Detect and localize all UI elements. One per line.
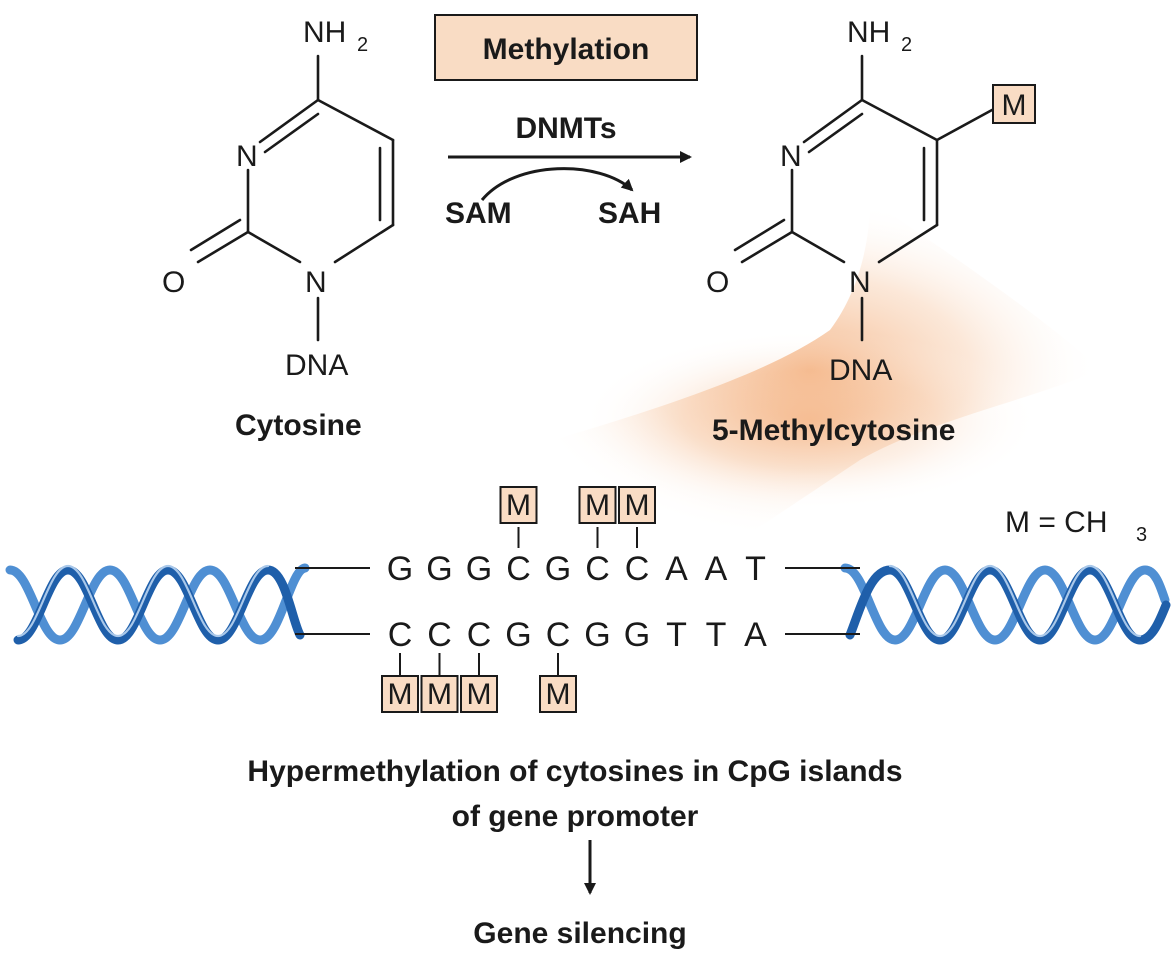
bottom-strand-base: C <box>427 616 452 654</box>
bottom-strand-base: T <box>706 616 727 654</box>
caption: Hypermethylation of cytosines in CpG isl… <box>247 755 902 950</box>
methyl-legend: M = CH 3 <box>1005 506 1147 546</box>
top-methyl-mark-label: M <box>625 489 650 522</box>
cytosine-dna-label: DNA <box>285 349 348 382</box>
legend-text: M = CH <box>1005 506 1108 539</box>
top-methyl-mark-label: M <box>506 489 531 522</box>
caption-line-2: of gene promoter <box>452 800 699 833</box>
cytosine-name: Cytosine <box>235 409 362 442</box>
methylcytosine-structure: M NH 2 N N O DNA 5-Methylcytosine <box>706 16 1036 447</box>
methylcytosine-dna-label: DNA <box>829 354 892 387</box>
methylcytosine-n3-label: N <box>780 140 802 173</box>
sah-label: SAH <box>598 197 661 230</box>
top-strand-base: C <box>625 550 650 588</box>
top-methyl-mark-box <box>578 486 617 524</box>
bottom-methyl-mark-label: M <box>427 678 452 711</box>
bottom-strand-base: T <box>666 616 687 654</box>
methylcytosine-n1-label: N <box>849 266 871 299</box>
top-strand-base: A <box>705 550 728 588</box>
top-strand-base: A <box>665 550 688 588</box>
dna-helix-right <box>840 563 1171 645</box>
methylcytosine-oxygen-label: O <box>706 266 729 299</box>
bottom-methyl-mark-box <box>381 675 419 713</box>
bottom-methyl-mark-label: M <box>546 678 571 711</box>
methylation-title-box <box>434 14 698 81</box>
cytosine-amine-subscript: 2 <box>357 34 368 56</box>
top-strand-base: G <box>426 550 452 588</box>
top-strand-base: T <box>745 550 766 588</box>
outcome-label: Gene silencing <box>473 917 686 950</box>
methylcytosine-amine-subscript: 2 <box>901 34 912 56</box>
bottom-strand-base: G <box>624 616 650 654</box>
bottom-strand-base: G <box>505 616 531 654</box>
bottom-methyl-mark-box <box>460 675 498 713</box>
bottom-methyl-mark-label: M <box>388 678 413 711</box>
methylcytosine-methyl-box <box>992 84 1036 124</box>
zoom-glow <box>520 200 1100 540</box>
top-methyl-mark-label: M <box>585 489 610 522</box>
methylcytosine-amine-label: NH <box>847 16 890 49</box>
cytosine-oxygen-label: O <box>162 266 185 299</box>
enzyme-label: DNMTs <box>515 112 616 145</box>
bottom-strand-base: G <box>584 616 610 654</box>
cytosine-n1-label: N <box>305 266 327 299</box>
top-methyl-mark-box <box>499 486 538 524</box>
cytosine-amine-label: NH <box>303 16 346 49</box>
cytosine-n3-label: N <box>236 140 258 173</box>
methylation-title: Methylation <box>483 33 650 66</box>
methylcytosine-methyl-label: M <box>1002 89 1027 122</box>
sam-label: SAM <box>445 197 512 230</box>
caption-line-1: Hypermethylation of cytosines in CpG isl… <box>247 755 902 788</box>
bottom-strand-base: C <box>388 616 413 654</box>
cytosine-structure: NH 2 N N O DNA Cytosine <box>162 16 395 442</box>
bottom-methyl-mark-box <box>539 675 577 713</box>
top-strand-base: G <box>466 550 492 588</box>
top-strand-base: G <box>545 550 571 588</box>
top-methyl-mark-box <box>618 486 656 524</box>
bottom-methyl-mark-label: M <box>467 678 492 711</box>
bottom-strand-base: C <box>546 616 571 654</box>
bottom-methyl-mark-box <box>420 675 459 713</box>
bottom-strand-base: C <box>467 616 492 654</box>
top-strand-base: C <box>585 550 610 588</box>
top-strand-base: C <box>506 550 531 588</box>
dna-helix-left <box>5 563 310 645</box>
top-strand-base: G <box>387 550 413 588</box>
methylcytosine-name: 5-Methylcytosine <box>712 414 955 447</box>
reaction: Methylation DNMTs SAM SAH <box>434 14 698 230</box>
bottom-strand-base: A <box>744 616 767 654</box>
legend-subscript: 3 <box>1136 524 1147 546</box>
cofactor-arrow <box>480 167 634 201</box>
